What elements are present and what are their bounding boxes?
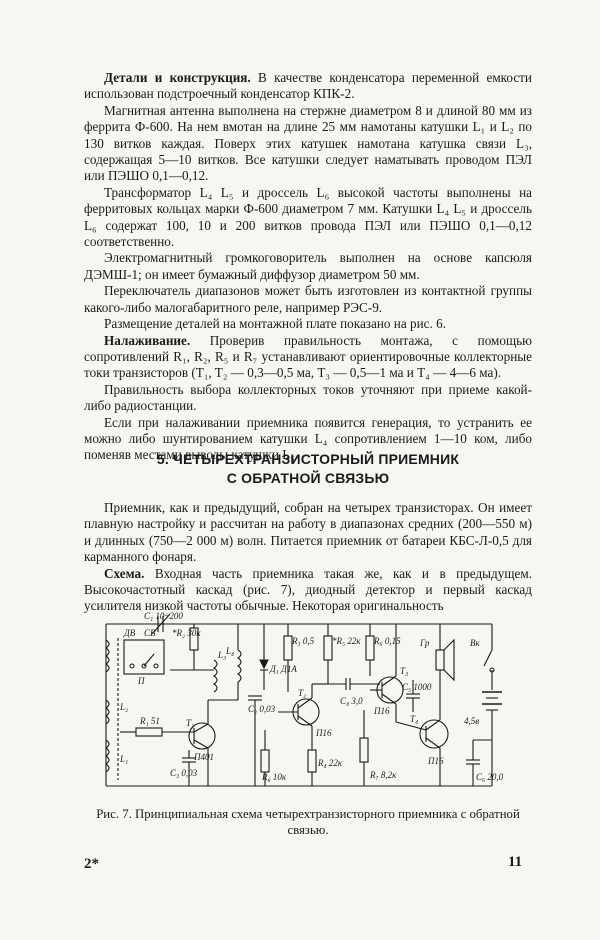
capacitor-c1 [151, 613, 171, 635]
section-details-text: Детали и конструкция. В качестве конденс… [84, 70, 532, 464]
label-battery: 4,5в [464, 716, 479, 726]
label-c2: C₂ 0,03 [248, 704, 276, 714]
paragraph-generation: Если при налаживании приемника появится … [84, 414, 532, 463]
label-r1: R₁ 51 [139, 716, 160, 726]
paragraph-lead: Налаживание. [104, 332, 191, 348]
paragraph-lead: Детали и конструкция. [104, 70, 251, 85]
label-l1: L₁ [119, 754, 128, 764]
speaker-icon [435, 624, 455, 682]
paragraph-details: Детали и конструкция. В качестве конденс… [84, 70, 532, 102]
schematic-svg: C₁ 10÷200 ДВ СВ П L₂ L₁ R₁ 51 *R₂ 30к L₃… [105, 611, 504, 787]
capacitor-c3 [182, 750, 196, 786]
resistor-r5 [323, 635, 333, 661]
paragraph-schema: Схема. Входная часть приемника такая же,… [84, 565, 532, 614]
label-t4: T₄ [410, 714, 418, 724]
label-t2-type: П16 [315, 728, 332, 738]
label-r5: *R₅ 22к [332, 636, 361, 646]
label-gr: Гр [419, 638, 430, 648]
capacitor-c2 [248, 695, 262, 786]
label-l3: L₃ [217, 650, 226, 660]
label-d1: Д₁ Д1А [269, 664, 297, 674]
paragraph-layout: Размещение деталей на монтажной плате по… [104, 316, 447, 332]
label-r3: R₃ 0,5 [291, 636, 315, 646]
label-r2: *R₂ 30к [172, 628, 201, 638]
label-sv: СВ [144, 628, 156, 638]
resistor-r4 [307, 749, 317, 773]
section-receiver-text: Приемник, как и предыдущий, собран на че… [84, 500, 532, 615]
resistor-r6 [365, 635, 375, 661]
paragraph-switch: Переключатель диапазонов может быть изго… [84, 283, 532, 315]
label-r8: R₈ 10к [261, 772, 287, 782]
resistor-r7 [359, 737, 369, 763]
transistor-t4 [395, 670, 449, 786]
label-dv: ДВ [123, 628, 136, 638]
label-c3: C₃ 0,03 [170, 768, 198, 778]
paragraph-receiver-intro: Приемник, как и предыдущий, собран на че… [84, 500, 532, 565]
resistor-r8 [260, 749, 270, 773]
transistor-t1 [188, 700, 216, 786]
label-r4: R₄ 22к [317, 758, 343, 768]
paragraph-transformer: Трансформатор L₄ L₅ и дроссель L₆ высоко… [84, 184, 532, 250]
label-c4: C₄ 3,0 [340, 696, 363, 706]
figure-caption: Рис. 7. Принципиальная схема четырехтран… [84, 806, 532, 838]
transistor-t3 [370, 624, 404, 722]
label-c1: C₁ 10÷200 [144, 611, 183, 621]
paragraph-lead: Схема. [104, 565, 145, 581]
circuit-schematic: C₁ 10÷200 ДВ СВ П L₂ L₁ R₁ 51 *R₂ 30к L₃… [84, 610, 532, 802]
label-c5: C₅ 1000 [402, 682, 432, 692]
label-c6: C₆ 20,0 [476, 772, 504, 782]
coil-l3 [213, 659, 218, 693]
label-t3-type: П16 [373, 706, 390, 716]
label-p: П [137, 676, 145, 686]
label-l4: L₄ [225, 646, 234, 656]
power-switch [483, 624, 495, 690]
label-t1: T₁ [186, 718, 194, 728]
heading-line-2: С ОБРАТНОЙ СВЯЗЬЮ [226, 470, 390, 486]
paragraph-currents: Правильность выбора коллекторных токов у… [84, 381, 532, 414]
section-heading: 5. ЧЕТЫРЕХТРАНЗИСТОРНЫЙ ПРИЕМНИК С ОБРАТ… [84, 450, 532, 488]
label-t4-type: П16 [427, 756, 444, 766]
label-t2: T₂ [298, 688, 306, 698]
coil-l4 [237, 649, 242, 683]
capacitor-c5 [406, 680, 420, 712]
label-t3: T₃ [400, 666, 408, 676]
heading-line-1: 5. ЧЕТЫРЕХТРАНЗИСТОРНЫЙ ПРИЕМНИК [156, 451, 460, 467]
label-l2: L₂ [119, 702, 128, 712]
resistor-r3 [283, 635, 293, 661]
capacitor-c4 [328, 678, 380, 690]
transistor-t2 [278, 684, 320, 750]
paragraph-antenna: Магнитная антенна выполнена на стержне д… [84, 102, 532, 184]
battery-icon [482, 691, 502, 786]
switch-p [123, 639, 165, 675]
page-number: 11 [508, 854, 523, 870]
paragraph-speaker: Электромагнитный громкоговоритель выполн… [84, 250, 532, 282]
label-t1-type: П401 [193, 752, 214, 762]
coil-l1-l2 [105, 638, 119, 780]
label-vk: Вк [470, 638, 480, 648]
capacitor-c6 [466, 739, 492, 786]
diode-d1 [259, 624, 269, 690]
label-r7: R₇ 8,2к [369, 770, 397, 780]
paragraph-tuning: Налаживание. Проверив правильность монта… [84, 332, 532, 381]
resistor-r1 [135, 727, 163, 737]
caption-text: Рис. 7. Принципиальная схема четырехтран… [96, 807, 520, 837]
label-r6: R₆ 0,15 [373, 636, 401, 646]
signature-mark: 2* [84, 856, 99, 872]
